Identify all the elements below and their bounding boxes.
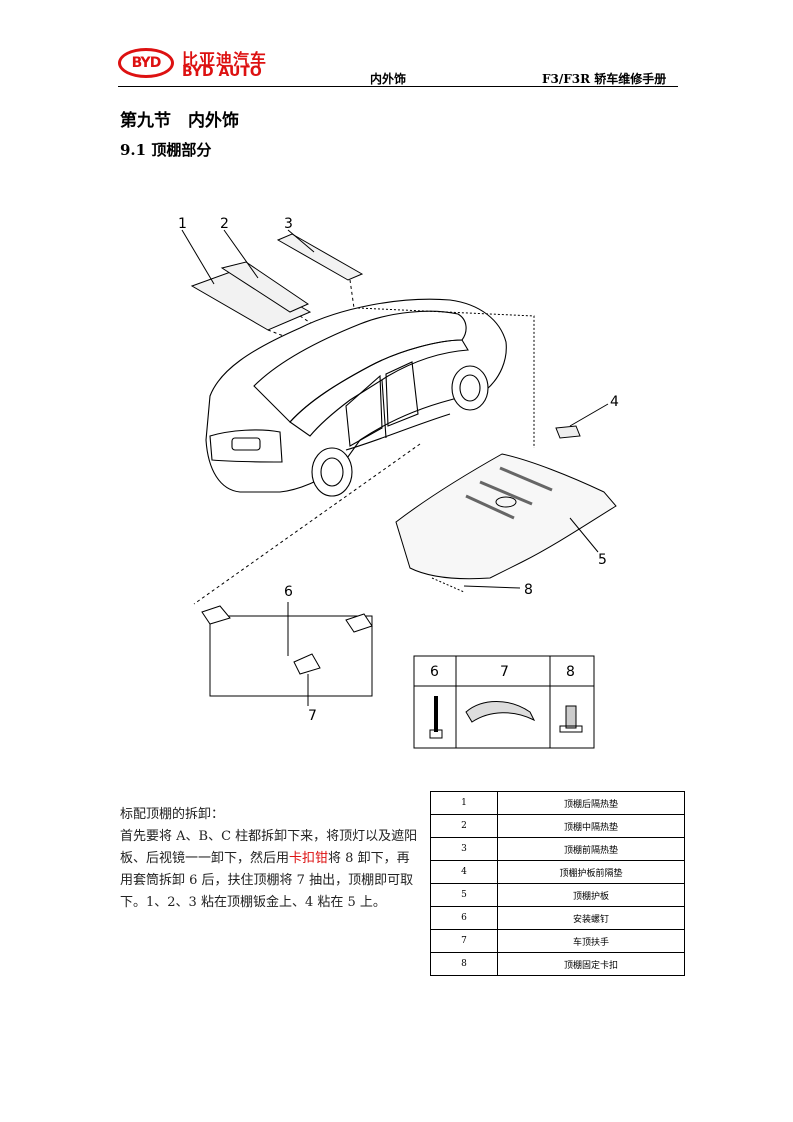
instructions-title: 标配顶棚的拆卸：: [120, 807, 225, 822]
callout-3: 3: [284, 216, 293, 232]
legend-part-name: 顶棚中隔热垫: [497, 814, 685, 838]
headliner-panel: [395, 453, 617, 580]
clip-icon: [559, 705, 583, 733]
header-chapter: 内外饰: [370, 72, 407, 86]
removal-instructions: 标配顶棚的拆卸： 首先要将 A、B、C 柱都拆卸下来，将顶灯以及遮阳板、后视镜一…: [120, 804, 420, 914]
legend-part-name: 车顶扶手: [497, 929, 685, 953]
legend-part-number: 1: [430, 791, 498, 815]
instructions-part-1: 首先要将 A、B、C 柱都拆卸下来，将顶灯以及遮阳板、后视镜一一卸下，然后用: [120, 829, 418, 866]
legend-part-number: 4: [430, 860, 498, 884]
subsection-title: 9.1 顶棚部分: [120, 141, 212, 159]
callout-4: 4: [610, 394, 619, 410]
headliner-exploded-diagram: 1 2 3 4 5 6 7 8 6 7 8: [178, 216, 619, 749]
legend-part-number: 8: [430, 952, 498, 976]
byd-logo: BYD 比亚迪汽车 BYD AUTO: [118, 46, 278, 82]
legend-part-name: 顶棚后隔热垫: [497, 791, 685, 815]
instructions-body: 首先要将 A、B、C 柱都拆卸下来，将顶灯以及遮阳板、后视镜一一卸下，然后用卡扣…: [120, 826, 420, 914]
front-insulation-pad: [276, 233, 364, 281]
legend-part-name: 顶棚护板: [497, 883, 685, 907]
middle-insulation-pad: [220, 261, 310, 313]
rear-insulation-pad: [190, 269, 312, 331]
car-body: [205, 298, 507, 497]
logo-chinese-text: 比亚迪汽车: [182, 50, 268, 69]
callout-6: 6: [284, 584, 293, 600]
legend-part-number: 3: [430, 837, 498, 861]
legend-part-number: 5: [430, 883, 498, 907]
inset-header-6: 6: [430, 664, 439, 680]
screw-icon: [429, 696, 443, 739]
logo-english-text: BYD AUTO: [182, 64, 262, 80]
logo-mark: BYD: [131, 55, 162, 71]
legend-part-name: 安装螺钉: [497, 906, 685, 930]
callout-2: 2: [220, 216, 229, 232]
callout-1: 1: [178, 216, 187, 232]
handle-subassembly-frame: [209, 615, 373, 697]
section-title: 第九节 内外饰: [120, 111, 239, 131]
callout-5: 5: [598, 552, 607, 568]
roof-handle-icon: [465, 701, 536, 723]
front-pad-part-4: [555, 425, 581, 439]
legend-part-name: 顶棚护板前隔垫: [497, 860, 685, 884]
logo-oval: BYD: [118, 48, 174, 78]
header-rule: [118, 86, 678, 87]
header-manual-title: F3/F3R 轿车维修手册: [542, 72, 667, 86]
parts-inset-table: [413, 655, 595, 749]
legend-part-number: 2: [430, 814, 498, 838]
inset-header-7: 7: [500, 664, 509, 680]
legend-part-name: 顶棚前隔热垫: [497, 837, 685, 861]
tool-name: 卡扣钳: [289, 851, 329, 866]
inset-header-8: 8: [566, 664, 575, 680]
instructions-part-2: 将 8 卸下，再用套筒拆卸 6 后，扶住顶棚将 7 抽出，顶棚即可取下。1、2、…: [120, 851, 414, 910]
legend-part-number: 7: [430, 929, 498, 953]
callout-8: 8: [524, 582, 533, 598]
callout-7: 7: [308, 708, 317, 724]
legend-part-number: 6: [430, 906, 498, 930]
legend-part-name: 顶棚固定卡扣: [497, 952, 685, 976]
